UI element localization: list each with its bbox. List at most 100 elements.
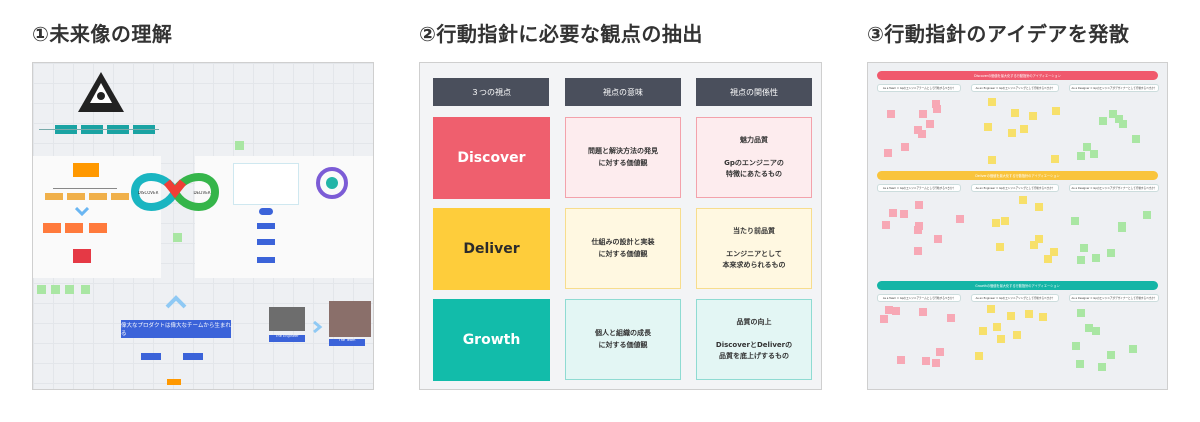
sticky-note — [1107, 249, 1116, 258]
sticky-note — [1076, 309, 1085, 318]
section-title-2: ②行動指針に必要な観点の抽出 — [419, 22, 703, 46]
sticky-note — [979, 327, 988, 336]
sticky-note — [1030, 240, 1039, 249]
chevron-up-icon — [165, 295, 187, 309]
as-designer-label-1: As a Designer = Gpのエンジニアがデザイナーとして行動するべきか… — [1069, 84, 1159, 92]
growth-meaning: 個人と組織の成長 に対する価値観 — [565, 299, 681, 380]
sticky-note — [996, 335, 1005, 344]
ideation-board: Discoverの価値を最大化する行動指針のアイディエーション As a Tea… — [867, 62, 1168, 390]
category-discover: Discover — [433, 117, 550, 199]
future-vision-board: DISCOVER DELIVER 偉大なプロダクトは偉大なチームから生まれる T… — [32, 62, 374, 390]
team-photo — [329, 301, 371, 337]
sticky-note — [1085, 323, 1094, 332]
category-growth: Growth — [433, 299, 550, 381]
as-engineer-label-1: As an Engineer = Gpのエンジニアリングとして行動するべきか？ — [971, 84, 1059, 92]
as-engineer-label-2: As an Engineer = Gpのエンジニアリングとして行動するべきか？ — [971, 184, 1059, 192]
sticky-note — [1025, 310, 1034, 319]
as-designer-label-3: As a Designer = Gpのエンジニアがデザイナーとして行動するべきか… — [1069, 294, 1159, 302]
sticky-note — [899, 209, 908, 218]
sticky-note — [926, 120, 935, 129]
sticky-note — [1080, 244, 1089, 253]
viewpoints-table: ３つの視点 視点の意味 視点の関係性 Discover 問題と解決方法の発見 に… — [419, 62, 822, 390]
deliver-meaning: 仕組みの設計と実装 に対する価値観 — [565, 208, 681, 289]
great-team-banner: 偉大なプロダクトは偉大なチームから生まれる — [121, 320, 231, 338]
sticky-note — [933, 235, 942, 244]
as-team-label-1: As a Team = Gpのエンジニアチームとして行動するべきか？ — [877, 84, 961, 92]
sticky-note — [1091, 327, 1100, 336]
deliver-ideation-band: Deliverの価値を最大化する行動指針のアイディエーション — [877, 171, 1158, 180]
sticky-note — [1143, 211, 1152, 220]
sticky-note — [884, 306, 893, 315]
sticky-note — [891, 307, 900, 316]
sticky-note — [881, 220, 890, 229]
team-caption: The Team — [329, 339, 365, 346]
sticky-note — [1114, 115, 1123, 124]
header-viewpoints: ３つの視点 — [433, 78, 549, 106]
discover-deliver-infinity-diagram — [130, 173, 220, 211]
sticky-note — [1010, 109, 1019, 118]
sticky-note — [932, 358, 941, 367]
sticky-note — [1000, 217, 1009, 226]
sticky-note — [918, 109, 927, 118]
sticky-note — [1070, 217, 1079, 226]
sticky-note — [987, 156, 996, 165]
sticky-note — [1097, 362, 1106, 371]
sticky-note — [947, 314, 956, 323]
sticky-note — [887, 110, 896, 119]
engineer-caption: The Engineer — [269, 335, 305, 342]
sticky-note — [1051, 155, 1059, 164]
sticky-note — [1107, 350, 1115, 359]
triangle-logo-icon — [78, 72, 124, 112]
as-engineer-label-3: As an Engineer = Gpのエンジニアリングとして行動するべきか？ — [971, 294, 1059, 302]
growth-relation: 品質の向上 DiscoverとDeliverの 品質を底上げするもの — [696, 299, 812, 380]
sticky-note — [922, 356, 931, 365]
sticky-note — [1044, 255, 1053, 264]
sticky-note — [914, 126, 923, 135]
sticky-note — [935, 348, 944, 357]
as-team-label-2: As a Team = Gpのエンジニアチームとして行動するべきか？ — [877, 184, 961, 192]
sticky-note — [983, 122, 992, 131]
flow-chart-image — [233, 163, 299, 205]
sticky-note — [1050, 248, 1058, 257]
sticky-note — [931, 99, 940, 108]
as-team-label-3: As a Team = Gpのエンジニアチームとして行動するべきか？ — [877, 294, 961, 302]
sticky-note — [1019, 196, 1028, 205]
sticky-note — [913, 246, 922, 255]
growth-ideation-band: Growthの価値を最大化する行動指針のアイディエーション — [877, 281, 1158, 290]
sticky-note — [933, 104, 942, 113]
sticky-note — [987, 305, 996, 314]
as-designer-label-2: As a Designer = Gpのエンジニアがデザイナーとして行動するべきか… — [1069, 184, 1159, 192]
sticky-note — [1029, 112, 1038, 121]
sticky-note — [914, 200, 923, 209]
sticky-note — [1034, 203, 1043, 212]
sticky-note — [988, 98, 997, 107]
sticky-note — [956, 215, 965, 224]
sticky-note — [880, 314, 888, 323]
header-relation: 視点の関係性 — [696, 78, 812, 106]
sticky-note — [1098, 116, 1107, 125]
sticky-note — [1035, 234, 1044, 243]
sticky-note — [1076, 152, 1085, 161]
sticky-note — [1128, 344, 1137, 353]
sticky-note — [1108, 109, 1117, 118]
sticky-note — [1118, 224, 1127, 233]
discover-ideation-band: Discoverの価値を最大化する行動指針のアイディエーション — [877, 71, 1158, 80]
sticky-note — [991, 219, 1000, 228]
arrow-right-icon — [313, 321, 323, 333]
sticky-note — [884, 149, 893, 158]
sticky-note — [1076, 359, 1085, 368]
sticky-note — [1089, 149, 1098, 158]
discover-relation: 魅力品質 Gpのエンジニアの 特徴にあたるもの — [696, 117, 812, 198]
sticky-note — [1077, 256, 1086, 265]
section-title-1: ①未来像の理解 — [32, 22, 173, 46]
sticky-note — [1119, 119, 1128, 128]
sticky-note — [901, 143, 910, 152]
sticky-note — [889, 208, 898, 217]
deliver-relation: 当たり前品質 エンジニアとして 本来求められるもの — [696, 208, 812, 289]
chevron-down-icon — [75, 207, 89, 217]
sticky-note — [1008, 129, 1017, 138]
sticky-note — [918, 308, 927, 317]
sticky-note — [974, 351, 983, 360]
diagram-left-label: DISCOVER — [137, 191, 159, 195]
sticky-note — [992, 323, 1001, 332]
